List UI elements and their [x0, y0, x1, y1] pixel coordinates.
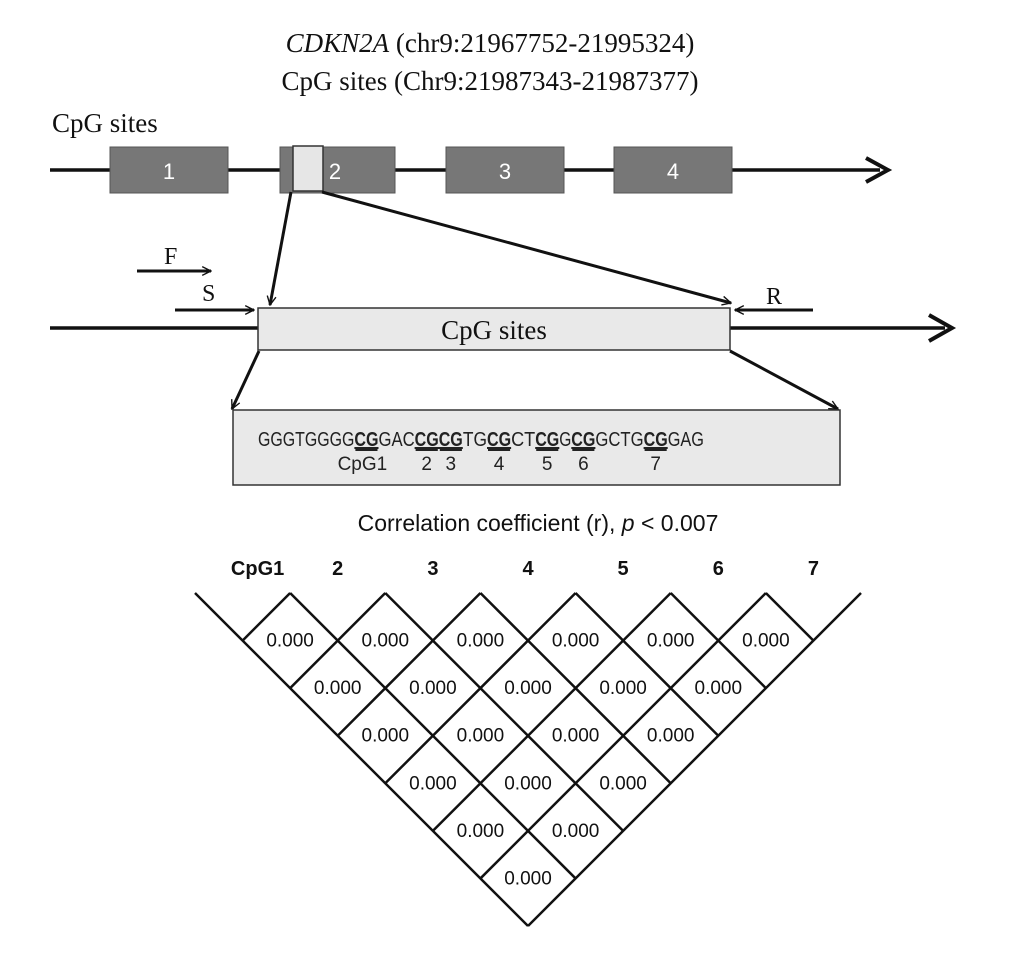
- gene-title: CDKN2A (chr9:21967752-21995324): [286, 28, 695, 58]
- cpg-site-label: CpG1: [338, 454, 388, 475]
- matrix-header: 5: [618, 558, 629, 580]
- sequence-segment: GAG: [668, 429, 704, 451]
- matrix-cell-value: 0.000: [695, 678, 743, 699]
- top-track-label: CpG sites: [52, 108, 158, 138]
- sequence-box: [232, 409, 841, 486]
- sequence-segment: CT: [511, 429, 535, 451]
- exon-4: 4: [613, 146, 733, 194]
- sequence-zoom-right: [729, 349, 838, 411]
- exon-2-label: 2: [329, 159, 341, 184]
- sequence-segment: GCTG: [595, 429, 643, 451]
- cpg-dinucleotide: CG: [487, 429, 511, 451]
- sequence-segment: GGGTGGGG: [258, 429, 354, 451]
- matrix-cell-value: 0.000: [457, 631, 505, 652]
- matrix-cell-value: 0.000: [647, 631, 695, 652]
- zoom-arrow-right: [321, 190, 731, 303]
- matrix-cell-value: 0.000: [457, 726, 505, 747]
- cpg-site-label: 4: [494, 454, 505, 475]
- cpg-site-label: 2: [421, 454, 432, 475]
- matrix-header: 6: [713, 558, 724, 580]
- matrix-cell-value: 0.000: [457, 821, 505, 842]
- matrix-grid-line: [574, 592, 720, 737]
- matrix-cell-value: 0.000: [647, 726, 695, 747]
- matrix-header: 4: [522, 558, 534, 580]
- primer-f-label: F: [164, 244, 177, 270]
- exon-2: 2: [279, 145, 396, 194]
- exon-1: 1: [109, 146, 229, 194]
- cpg-dinucleotide: CG: [571, 429, 595, 451]
- matrix-cell-value: 0.000: [552, 631, 600, 652]
- matrix-cell-value: 0.000: [552, 726, 600, 747]
- cpg-dinucleotide: CG: [535, 429, 559, 451]
- matrix-cell-value: 0.000: [362, 726, 410, 747]
- cpg-region-title: CpG sites (Chr9:21987343-21987377): [282, 66, 699, 96]
- matrix-header: 3: [427, 558, 438, 580]
- matrix-grid-line: [336, 592, 482, 737]
- matrix-cell-value: 0.000: [504, 868, 552, 889]
- matrix-cell-value: 0.000: [599, 773, 647, 794]
- sequence-segment: TG: [463, 429, 487, 451]
- matrix-grid-line: [764, 592, 815, 642]
- exon-4-label: 4: [667, 159, 679, 184]
- matrix-cell-value: 0.000: [409, 773, 457, 794]
- exon-1-label: 1: [163, 159, 175, 184]
- matrix-grid-line: [384, 592, 577, 785]
- cpg-site-label: 3: [446, 454, 457, 475]
- matrix-header: CpG1: [231, 558, 284, 580]
- matrix-cell-value: 0.000: [362, 631, 410, 652]
- matrix-grid-line: [384, 592, 625, 832]
- matrix-grid-line: [431, 592, 672, 832]
- matrix-cells: 0.000 0.000 0.000 0.000 0.000 0.000 0.000 0.000…: [266, 631, 789, 890]
- matrix-cell-value: 0.000: [552, 821, 600, 842]
- cpg-dinucleotide: CGCG: [415, 429, 463, 451]
- primer-r-label: R: [766, 284, 782, 310]
- exon-3: 3: [445, 146, 565, 194]
- zoom-arrow-left: [270, 191, 293, 305]
- cpg-region-box: [257, 307, 731, 351]
- cpg-region-marker: [292, 145, 324, 192]
- matrix-cell-value: 0.000: [314, 678, 362, 699]
- matrix-cell-value: 0.000: [504, 773, 552, 794]
- sequence-segment: GAC: [379, 429, 415, 451]
- matrix-header: 7: [808, 558, 819, 580]
- gene-axis-arrowhead: [865, 156, 893, 184]
- sequence-segment: G: [559, 429, 571, 451]
- matrix-cell-value: 0.000: [266, 631, 314, 652]
- cpg-region-label: CpG sites: [441, 315, 547, 345]
- cpg-dinucleotide: CG: [644, 429, 668, 451]
- matrix-grid: [194, 592, 862, 927]
- matrix-cell-value: 0.000: [504, 678, 552, 699]
- matrix-grid-line: [241, 592, 292, 642]
- matrix-grid-line: [527, 592, 862, 927]
- cpg-site-label: 7: [650, 454, 661, 475]
- matrix-title: Correlation coefficient (r), p < 0.007: [358, 510, 719, 536]
- matrix-cell-value: 0.000: [599, 678, 647, 699]
- cpg-site-label: 6: [578, 454, 589, 475]
- exon-3-label: 3: [499, 159, 511, 184]
- matrix-cell-value: 0.000: [409, 678, 457, 699]
- cpg-dinucleotide: CG: [354, 429, 378, 451]
- matrix-grid-line: [289, 592, 387, 690]
- matrix-grid-line: [479, 592, 767, 880]
- cpg-site-label: 5: [542, 454, 553, 475]
- primer-s-label: S: [202, 281, 215, 307]
- matrix-headers: CpG1 2 3 4 5 6 7: [231, 558, 819, 580]
- region-axis-arrowhead: [928, 313, 957, 343]
- sequence-zoom-left: [230, 350, 261, 409]
- matrix-header: 2: [332, 558, 343, 580]
- matrix-cell-value: 0.000: [742, 631, 790, 652]
- matrix-grid-line: [194, 592, 529, 927]
